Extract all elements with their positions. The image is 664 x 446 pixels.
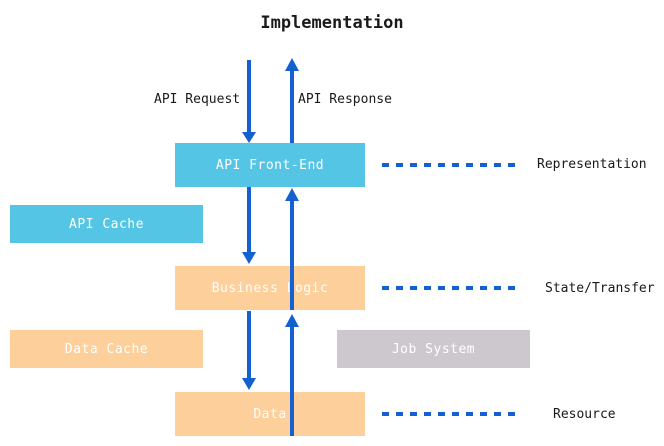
box-api-cache[interactable]: API Cache xyxy=(10,205,203,243)
arrow-front-end-to-business-logic xyxy=(242,187,256,264)
page-title: Implementation xyxy=(260,13,404,33)
box-data[interactable]: Data xyxy=(175,392,365,436)
arrow-business-logic-to-data xyxy=(242,311,256,390)
box-job-system[interactable]: Job System xyxy=(337,330,530,368)
arrow-api-response xyxy=(285,58,299,143)
flow-label-api-request: API Request xyxy=(154,92,241,107)
side-label-representation: Representation xyxy=(537,157,647,172)
box-business-logic[interactable]: Business Logic xyxy=(175,266,365,310)
arrow-api-request xyxy=(242,60,256,143)
side-label-state-transfer: State/Transfer xyxy=(545,281,655,296)
side-label-resource: Resource xyxy=(553,407,616,422)
box-data-cache[interactable]: Data Cache xyxy=(10,330,203,368)
flow-label-api-response: API Response xyxy=(298,92,392,107)
box-api-front-end[interactable]: API Front-End xyxy=(175,143,365,187)
